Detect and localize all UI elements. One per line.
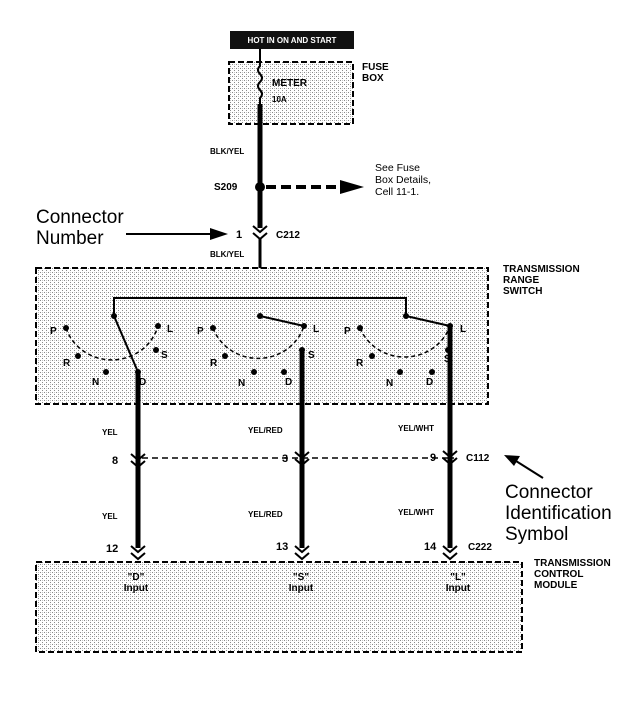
switch-arc-3 [359,325,451,358]
fuse-box [228,61,354,125]
connector-c222-symbol-2 [294,545,310,561]
pos-n-2: N [238,378,245,389]
connector-c222-symbol-1 [130,545,146,561]
connector-number-arrowhead [210,228,228,240]
range-switch-title-line3: SWITCH [503,286,542,297]
pos-s-1: S [161,350,168,361]
fuse-box-title-line2: BOX [362,73,384,84]
fuse-symbol [257,49,263,104]
tcm-input-d-line1: "D" [128,572,145,583]
wire-label-blk-yel-2: BLK/YEL [210,250,244,259]
connector-c112-pin-1: 8 [112,455,118,467]
pos-p-1: P [50,326,57,337]
connector-c222-pin-1: 12 [106,543,118,555]
pos-l-1: L [167,324,173,335]
wiper-arm-1 [113,315,139,373]
contact-s-1 [153,347,159,353]
pos-r-3: R [356,358,364,369]
connector-c222-symbol-3 [442,545,458,561]
contact-p-3 [357,325,363,331]
wire-label-yel-lower: YEL [102,512,118,521]
connector-c212-pin: 1 [236,229,242,241]
connector-c112-pin-2: 3 [282,453,288,465]
pos-l-2: L [313,324,319,335]
tcm-input-l-line2: Input [446,583,471,594]
contact-n-2 [251,369,257,375]
splice-s209 [255,182,265,192]
switch-common-bus [113,297,407,316]
contact-d-3 [429,369,435,375]
tcm-input-d-line2: Input [124,583,149,594]
connector-c222-pin-2: 13 [276,541,288,553]
contact-p-2 [210,325,216,331]
fuse-note-line1: See Fuse [375,162,420,174]
contact-d-2 [281,369,287,375]
fuse-note-line3: Cell 11-1. [375,186,419,198]
pos-p-3: P [344,326,351,337]
transmission-control-module-box [35,561,523,653]
pos-d-2: D [285,377,292,388]
wire-label-yel-red-upper: YEL/RED [248,426,283,435]
pos-d-3: D [426,377,433,388]
tcm-title-line2: CONTROL [534,569,583,580]
pos-n-3: N [386,378,393,389]
wiper-arm-2 [259,315,305,327]
conn-id-callout-line3: Symbol [505,524,568,545]
wire-label-yel-wht-lower: YEL/WHT [398,508,434,517]
connector-c112-symbol-1 [130,453,146,469]
connector-c222-name: C222 [468,542,492,553]
connector-c112-symbol-3 [442,450,458,466]
connector-c112-symbol-2 [294,451,310,467]
conn-id-callout-line2: Identification [505,503,612,524]
contact-r-3 [369,353,375,359]
wiper-arm-3 [405,315,451,327]
pos-d-1: D [139,377,146,388]
contact-p-1 [63,325,69,331]
hot-in-on-and-start-bar [230,31,354,49]
contact-n-1 [103,369,109,375]
transmission-range-switch-box [35,267,489,405]
conn-id-arrowhead [504,455,520,466]
splice-label: S209 [214,182,238,193]
wire-label-yel-upper: YEL [102,428,118,437]
pos-l-3: L [460,324,466,335]
connector-c112-pin-3: 9 [430,452,436,464]
tcm-title-line1: TRANSMISSION [534,558,611,569]
contact-r-1 [75,353,81,359]
range-switch-title-line1: TRANSMISSION [503,264,580,275]
wire-label-yel-red-lower: YEL/RED [248,510,283,519]
contact-l-2 [301,323,307,329]
connector-number-callout-line2: Number [36,228,104,249]
tcm-input-s-line1: "S" [293,572,309,583]
fuse-name: METER [272,78,308,89]
connector-c222-pin-3: 14 [424,541,437,553]
arrow-to-fuse-details [340,180,364,194]
wire-label-yel-wht-upper: YEL/WHT [398,424,434,433]
contact-r-2 [222,353,228,359]
contact-l-1 [155,323,161,329]
hot-in-label: HOT IN ON AND START [248,36,337,45]
range-switch-title-line2: RANGE [503,275,539,286]
tcm-title-line3: MODULE [534,580,578,591]
connector-c212-name: C212 [276,230,300,241]
switch-arc-2 [212,325,305,360]
pos-p-2: P [197,326,204,337]
fuse-box-title-line1: FUSE [362,62,389,73]
conn-id-callout-line1: Connector [505,482,593,503]
fuse-rating: 10A [272,95,287,104]
connector-number-callout-line1: Connector [36,207,124,228]
pos-r-1: R [63,358,71,369]
tcm-input-s-line2: Input [289,583,314,594]
wire-label-blk-yel-1: BLK/YEL [210,147,244,156]
connector-c112-name: C112 [466,453,490,464]
pos-n-1: N [92,377,99,388]
contact-n-3 [397,369,403,375]
fuse-note-line2: Box Details, [375,174,431,186]
pos-s-2: S [308,350,315,361]
switch-arc-1 [65,325,159,361]
tcm-input-l-line1: "L" [450,572,466,583]
pos-r-2: R [210,358,218,369]
conn-id-arrow-line [515,460,544,479]
